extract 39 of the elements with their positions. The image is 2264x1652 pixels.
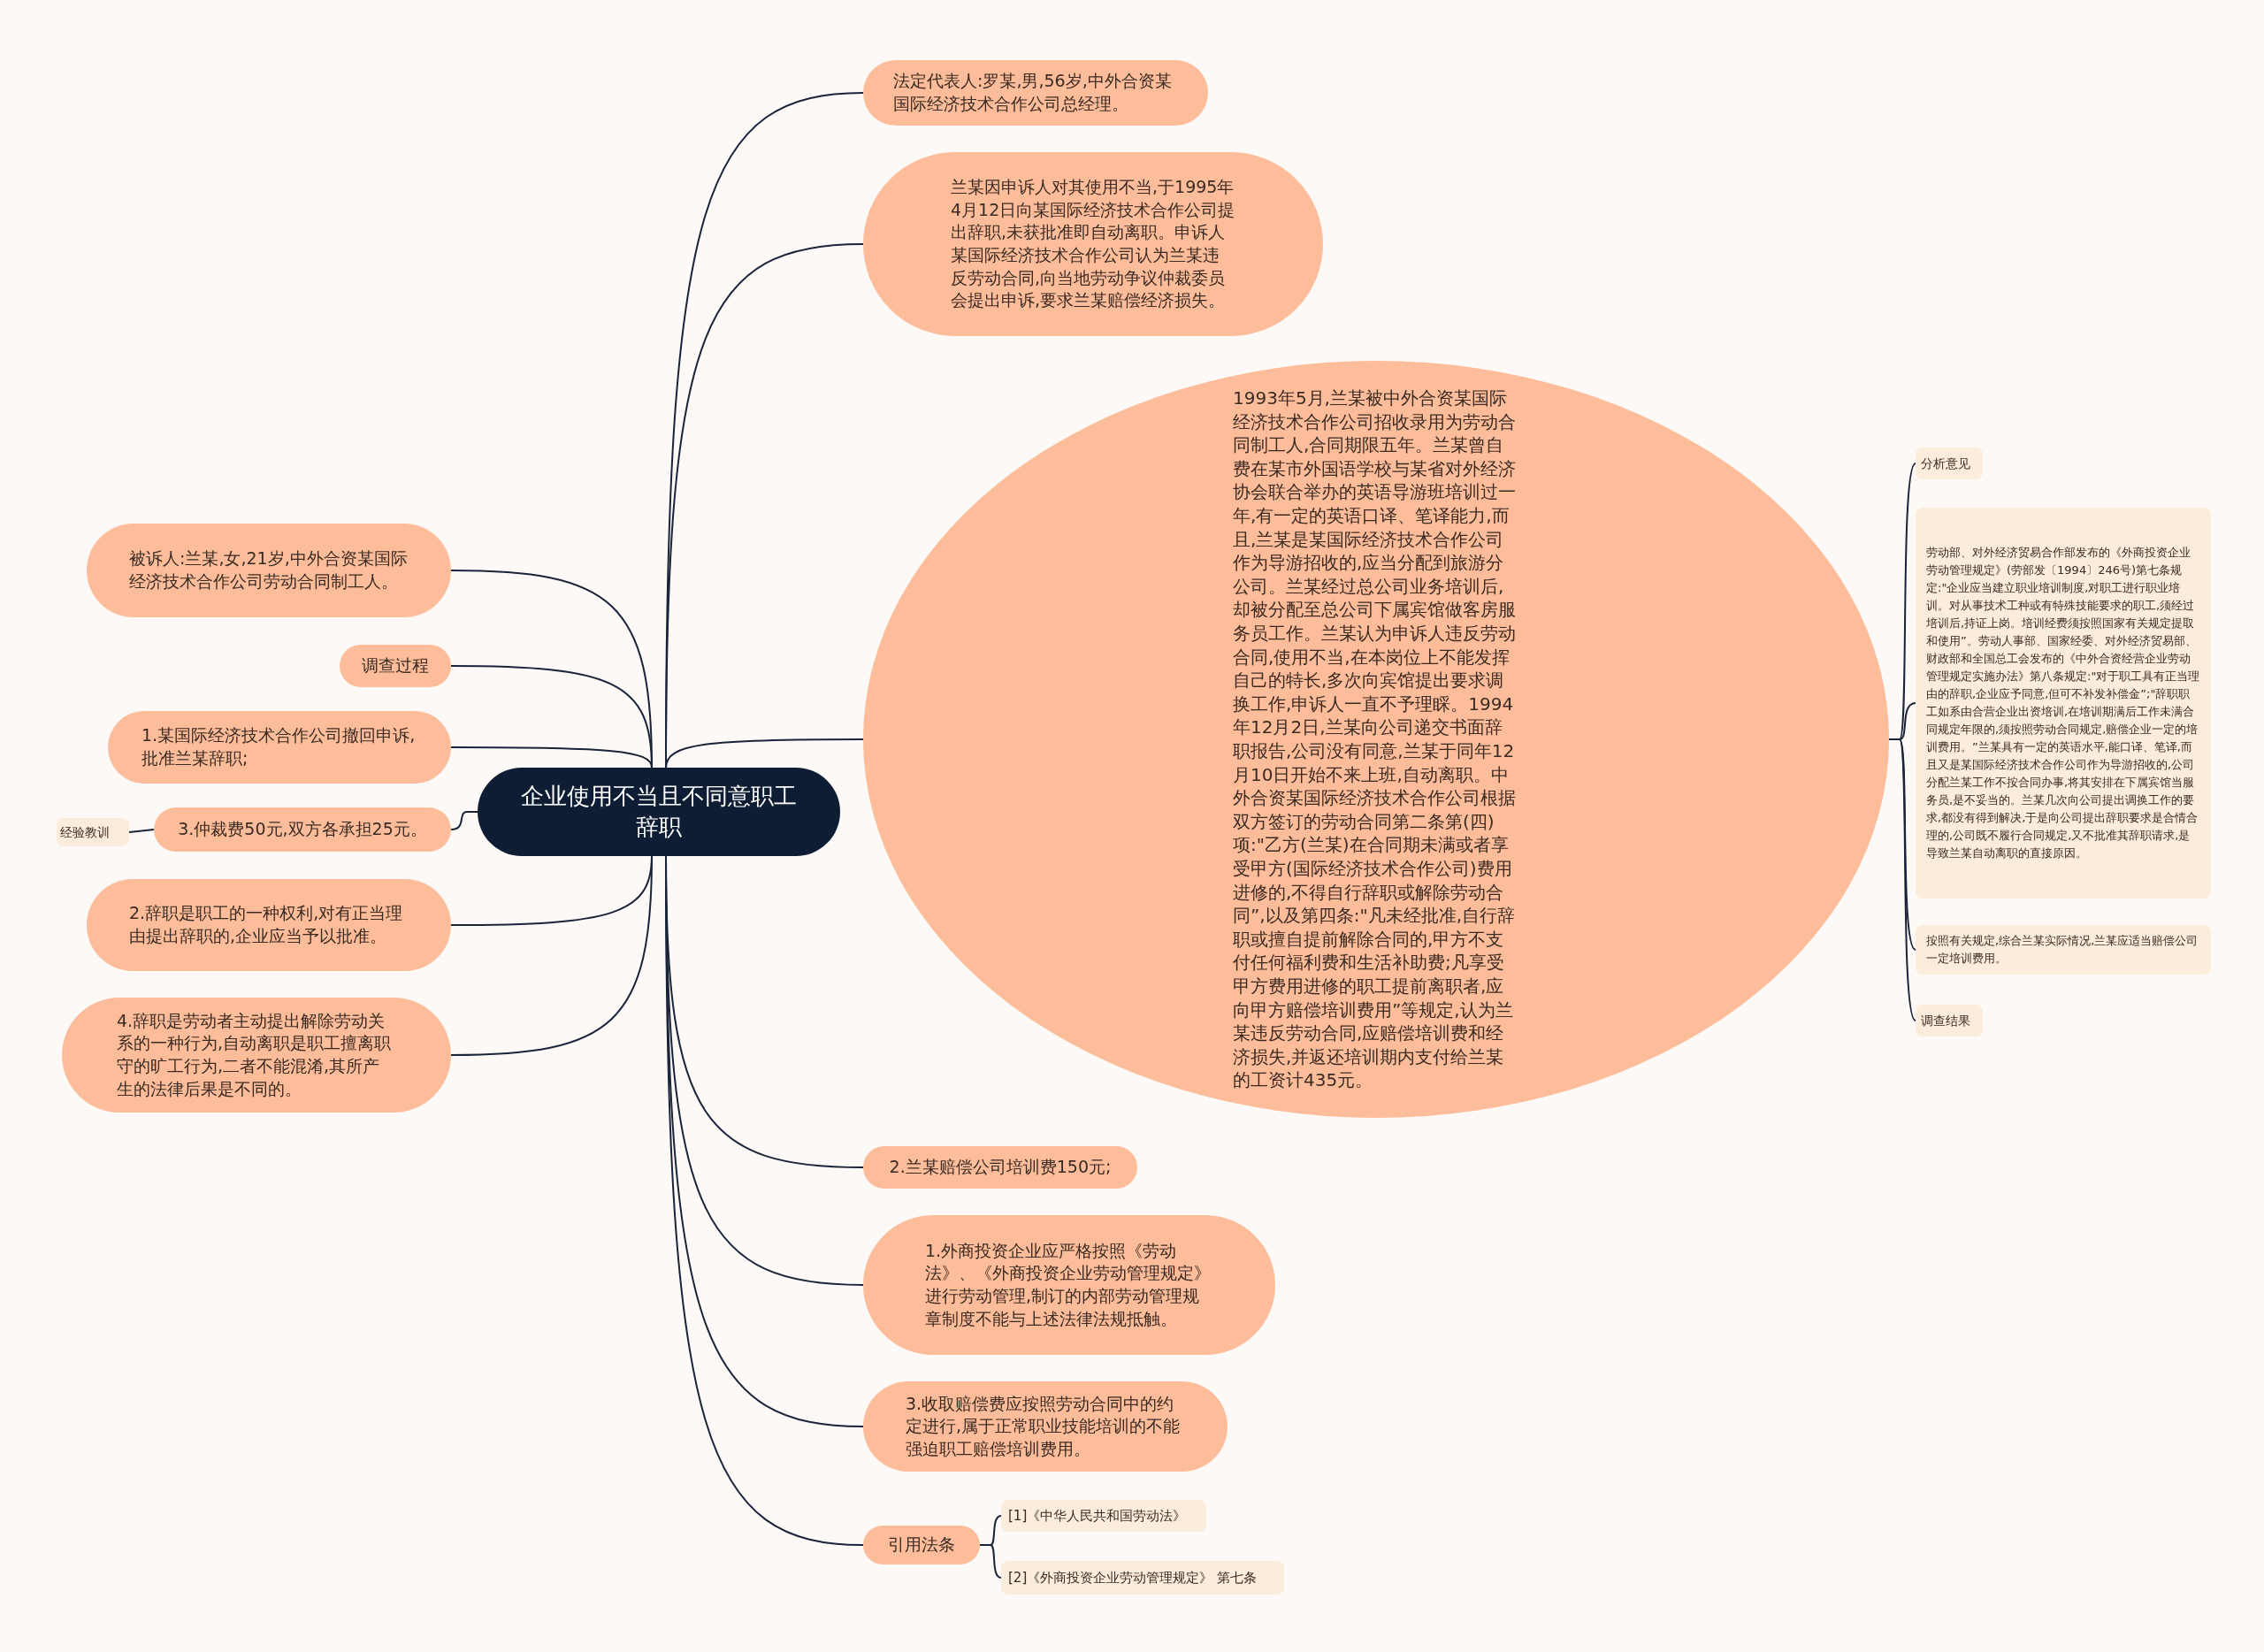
subtopic-box bbox=[1001, 1561, 1284, 1595]
connector-line bbox=[450, 746, 653, 769]
connector-line bbox=[450, 811, 478, 830]
node-text: 分析意见 bbox=[1921, 455, 1970, 472]
node-text: [1]《中华人民共和国劳动法》 bbox=[1008, 1506, 1187, 1526]
subtopic-box bbox=[1916, 447, 1983, 479]
topic-bubble bbox=[863, 1526, 980, 1564]
node-text: [2]《外商投资企业劳动管理规定》 第七条 bbox=[1008, 1568, 1257, 1587]
node-text: 调查过程 bbox=[362, 654, 429, 677]
connector-line bbox=[665, 738, 864, 769]
node-text: 1.外商投资企业应严格按照《劳动法》、《外商投资企业劳动管理规定》进行劳动管理,制订的内部劳动管理规章制度不能与上述法律法规抵触。 bbox=[925, 1239, 1212, 1330]
node-text: 按照有关规定,综合兰某实际情况,兰某应适当赔偿公司一定培训费用。 bbox=[1926, 933, 2199, 967]
node-text: 兰某因申诉人对其使用不当,于1995年4月12日向某国际经济技术合作公司提出辞职,未获批准即自动离职。申诉人某国际经济技术合作公司认为兰某违反劳动合同,向当地劳动争议仲裁委员会提出申诉,要求兰某赔偿经济损失。 bbox=[951, 176, 1235, 312]
topic-bubble bbox=[340, 645, 451, 687]
node-text: 企业使用不当且不同意职工辞职 bbox=[520, 781, 798, 842]
node-text: 法定代表人:罗某,男,56岁,中外合资某国际经济技术合作公司总经理。 bbox=[893, 70, 1173, 115]
connector-line bbox=[1888, 738, 1916, 1021]
subtopic-box bbox=[1916, 925, 2211, 975]
topic-bubble bbox=[863, 1146, 1137, 1189]
node-text: 3.仲裁费50元,双方各承担25元。 bbox=[178, 818, 427, 841]
connector-line bbox=[979, 1544, 1002, 1579]
node-text: 1993年5月,兰某被中外合资某国际经济技术合作公司招收录用为劳动合同制工人,合同期限五年。兰某曾自费在某市外国语学校与某省对外经济协会联合举办的英语导游班培训过一年,有一定的英语口译、笔译能力,而且,兰某是某国际经济技术合作公司作为导游招收的,应当分配到旅游分公司。兰某经过总公司业务培训后,却被分配至总公司下属宾馆做客房服务员工作。兰某认为申诉人违反劳动合同,使用不当,在本岗位上不能发挥自己的特长,多次向宾馆提出要求调换工作,申诉人一直不予理睬。1994年12月2日,兰某向公司递交书面辞职报告,公司没有同意,兰某于同年12月10日开始不来上班,自动离职。中外合资某国际经济技术合作公司根据双方签订的劳动合同第二条第(四)项:"乙方(兰某)在合同期未满或者享受甲方(国际经济技术合作公司)费用进修的,不得自行辞职或解除劳动合同”,以及第四条:"凡未经批准,自行辞职或擅自提前解除合同的,甲方不支付任何福利费和生活补助费;凡享受甲方费用进修的职工提前离职者,应向甲方赔偿培训费用”等规定,认为兰某违反劳动合同,应赔偿培训费和经济损失,并返还培训期内支付给兰某的工资计435元。 bbox=[1233, 386, 1517, 1092]
node-text: 2.辞职是职工的一种权利,对有正当理由提出辞职的,企业应当予以批准。 bbox=[129, 902, 404, 947]
subtopic-box bbox=[1916, 508, 2211, 899]
node-text: 劳动部、对外经济贸易合作部发布的《外商投资企业劳动管理规定》(劳部发〔1994〕246号)第七条规定:"企业应当建立职业培训制度,对职工进行职业培训。对从事技术工种或有特殊技能要求的职工,须经过培训后,持证上岗。培训经费须按照国家有关规定提取和使用”。劳动人事部、国家经委、对外经济贸易部、财政部和全国总工会发布的《中外合资经营企业劳动管理规定实施办法》第八条规定:"对于职工具有正当理由的辞职,企业应予同意,但可不补发补偿金”;"辞职职工如系由合营企业出资培训,在培训期满后工作未满合同规定年限的,须按照劳动合同规定,赔偿企业一定的培训费用。”兰某具有一定的英语水平,能口译、笔译,而且又是某国际经济技术合作公司作为导游招收的,公司分配兰某工作不按合同办事,将其安排在下属宾馆当服务员,是不妥当的。兰某几次向公司提出调换工作的要求,都没有得到解决,于是向公司提出辞职要求是合情合理的,公司既不履行合同规定,又不批准其辞职请求,是导致兰某自动离职的直接原因。 bbox=[1926, 545, 2200, 861]
subtopic-box bbox=[1916, 1005, 1983, 1036]
node-text: 引用法条 bbox=[888, 1533, 955, 1556]
node-text: 4.辞职是劳动者主动提出解除劳动关系的一种行为,自动离职是职工擅离职守的旷工行为,二者不能混淆,其所产生的法律后果是不同的。 bbox=[117, 1009, 393, 1100]
node-text: 1.某国际经济技术合作公司撤回申诉,批准兰某辞职; bbox=[142, 724, 417, 769]
subtopic-box bbox=[57, 818, 129, 846]
node-text: 3.收取赔偿费应按照劳动合同中的约定进行,属于正常职业技能培训的不能强迫职工赔偿培训费用。 bbox=[906, 1392, 1182, 1460]
topic-bubble bbox=[154, 807, 451, 852]
connector-line bbox=[128, 829, 155, 833]
node-text: 被诉人:兰某,女,21岁,中外合资某国际经济技术合作公司劳动合同制工人。 bbox=[129, 547, 409, 593]
subtopic-box bbox=[1001, 1500, 1206, 1532]
node-text: 经验教训 bbox=[60, 823, 110, 841]
node-text: 2.兰某赔偿公司培训费150元; bbox=[889, 1156, 1112, 1179]
connector-line bbox=[450, 855, 653, 1056]
node-text: 调查结果 bbox=[1921, 1012, 1970, 1029]
